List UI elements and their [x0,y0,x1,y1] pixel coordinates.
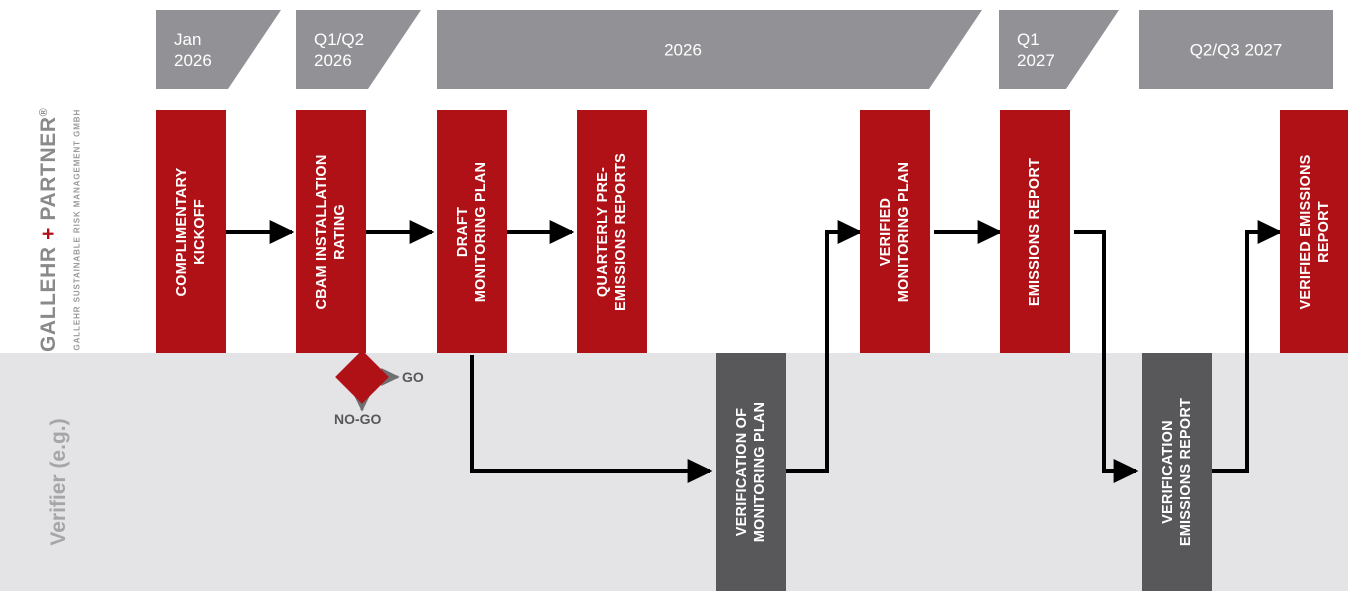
timeline-header-2026: 2026 [437,10,982,89]
process-box-label: QUARTERLY PRE- EMISSIONS REPORTS [595,152,629,311]
process-box-label: COMPLIMENTARY KICKOFF [174,166,208,297]
process-box-emissions-report[interactable]: EMISSIONS REPORT [1000,110,1070,353]
process-box-complimentary-kickoff[interactable]: COMPLIMENTARY KICKOFF [156,110,226,353]
process-box-label: EMISSIONS REPORT [1027,157,1043,306]
arrow-draft-plan-to-verification-plan [470,355,713,483]
timeline-header-label: 2026 [664,40,702,59]
decision-no-go-label: NO-GO [334,411,382,427]
process-box-verified-monitoring-plan[interactable]: VERIFIED MONITORING PLAN [860,110,930,353]
process-box-cbam-installation-rating[interactable]: CBAM INSTALLATION RATING [296,110,366,353]
process-box-label: DRAFT MONITORING PLAN [455,161,489,302]
timeline-header-label: Q2/Q3 2027 [1189,40,1283,59]
process-box-label: CBAM INSTALLATION RATING [314,153,348,310]
process-box-draft-monitoring-plan[interactable]: DRAFT MONITORING PLAN [437,110,507,353]
arrow-verification-report-to-verified-report [1212,220,1283,473]
process-box-label: VERIFICATION EMISSIONS REPORT [1160,397,1194,547]
process-box-label: VERIFIED MONITORING PLAN [878,161,912,302]
arrow-emissions-report-to-verification-report [1074,230,1139,483]
process-box-verification-emissions-report[interactable]: VERIFICATION EMISSIONS REPORT [1142,353,1212,591]
process-box-label: VERIFICATION OF MONITORING PLAN [734,401,768,543]
decision-go-label: GO [402,369,424,385]
timeline-header-label: Q1/Q2 2026 [314,29,365,70]
timeline-header-label: Q1 2027 [1017,29,1055,70]
timeline-header-q2-q3-2027: Q2/Q3 2027 [1139,10,1333,89]
process-box-verification-of-monitoring-plan[interactable]: VERIFICATION OF MONITORING PLAN [716,353,786,591]
process-box-label: VERIFIED EMISSIONS REPORT [1298,153,1332,310]
timeline-header-label: Jan 2026 [174,29,212,70]
arrow-verification-plan-to-verified-plan [786,220,863,473]
process-box-verified-emissions-report[interactable]: VERIFIED EMISSIONS REPORT [1280,110,1348,353]
process-box-quarterly-pre-emissions-reports[interactable]: QUARTERLY PRE- EMISSIONS REPORTS [577,110,647,353]
